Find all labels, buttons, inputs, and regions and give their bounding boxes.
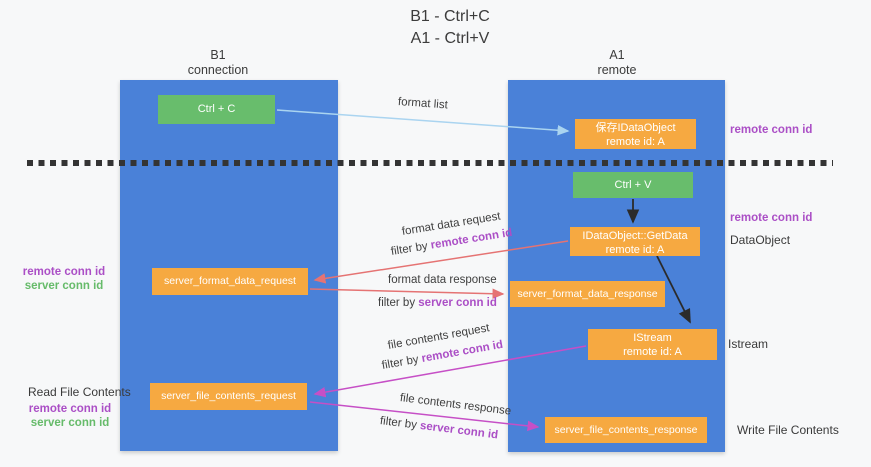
filter-by-server-conn-id-label-2: filter by server conn id — [379, 415, 498, 441]
conn-id-note-left-mid: remote conn id server conn id — [18, 265, 110, 293]
filter-by-text: filter by — [378, 297, 416, 309]
lane-b1-name: B1 — [210, 48, 226, 62]
write-file-contents-note: Write File Contents — [737, 423, 839, 437]
node-server-file-contents-request: server_file_contents_request — [150, 383, 307, 410]
istream-note: Istream — [728, 337, 769, 351]
lane-header-a1: A1 remote — [547, 48, 687, 78]
node-istream-line2: remote id: A — [623, 346, 682, 358]
node-ctrl-c: Ctrl + C — [158, 95, 275, 124]
filter-by-text: filter by — [379, 415, 418, 432]
node-getdata-line2: remote id: A — [605, 244, 665, 256]
remote-conn-id-note-left-1: remote conn id — [22, 266, 106, 278]
node-idataobject-getdata: IDataObject::GetData remote id: A — [570, 227, 700, 256]
node-server-format-data-request: server_format_data_request — [152, 268, 308, 295]
title-line-1: B1 - Ctrl+C — [410, 8, 490, 25]
remote-conn-id-note-right-2: remote conn id — [730, 212, 813, 224]
node-save-idataobject-line2: remote id: A — [606, 136, 665, 148]
read-file-contents-note: Read File Contents — [28, 385, 131, 399]
filter-by-text: filter by — [380, 353, 420, 372]
filter-by-text: filter by — [390, 240, 429, 258]
node-server-format-data-response: server_format_data_response — [510, 281, 665, 307]
server-conn-id-note-left-1: server conn id — [24, 280, 104, 292]
node-ctrl-v: Ctrl + V — [573, 172, 693, 198]
format-data-response-arrow — [309, 288, 505, 299]
filter-by-server-conn-id-label-1: filter by server conn id — [378, 297, 497, 309]
lane-b1-role: connection — [187, 63, 249, 77]
remote-conn-id-note-left-2: remote conn id — [28, 403, 112, 415]
dataobject-note: DataObject — [730, 233, 791, 247]
diagram-title: B1 - Ctrl+C A1 - Ctrl+V — [300, 6, 600, 50]
session-divider-dashed-line — [27, 160, 833, 166]
node-server-file-contents-response: server_file_contents_response — [545, 417, 707, 443]
lane-a1-role: remote — [597, 63, 637, 77]
lane-a1-name: A1 — [609, 48, 625, 62]
node-istream: IStream remote id: A — [588, 329, 717, 360]
lane-header-b1: B1 connection — [148, 48, 288, 78]
node-save-idataobject-line1: 保存IDataObject — [595, 122, 676, 134]
title-line-2: A1 - Ctrl+V — [410, 30, 490, 47]
node-getdata-line1: IDataObject::GetData — [582, 230, 688, 242]
format-data-response-label: format data response — [388, 274, 497, 286]
node-istream-line1: IStream — [633, 332, 672, 344]
server-conn-id-text: server conn id — [419, 419, 499, 442]
format-list-label: format list — [397, 96, 449, 112]
file-contents-response-label: file contents response — [399, 392, 512, 418]
server-conn-id-note-left-2: server conn id — [30, 417, 110, 429]
node-save-idataobject: 保存IDataObject remote id: A — [575, 119, 696, 149]
server-conn-id-text: server conn id — [418, 297, 497, 309]
remote-conn-id-note-right-1: remote conn id — [730, 124, 813, 136]
conn-id-note-left-bottom: remote conn id server conn id — [20, 402, 120, 430]
